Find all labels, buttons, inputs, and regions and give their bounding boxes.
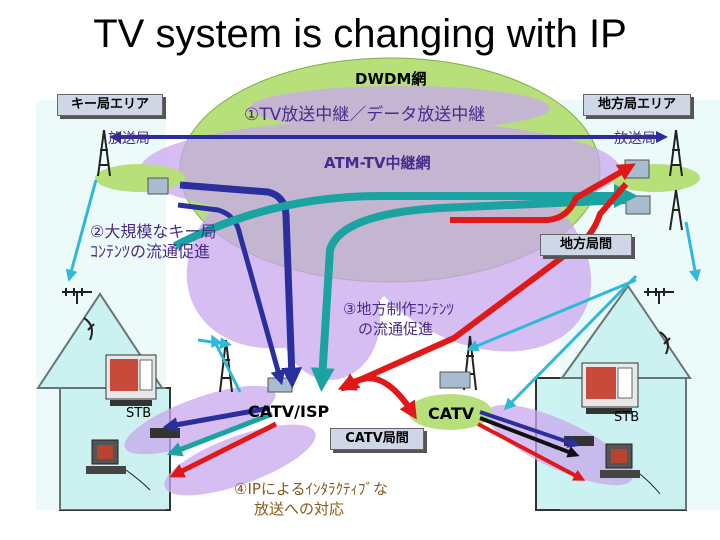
building-icon: [624, 159, 650, 179]
local-content-label-2: の流通促進: [358, 320, 434, 338]
ip-interactive-label-2: 放送への対応: [254, 500, 345, 518]
key-to-isp-arrow: [179, 181, 303, 389]
catv-label: CATV: [428, 404, 475, 423]
key-area-label: キー局エリア: [57, 94, 163, 116]
pc-icon: [86, 439, 151, 491]
building-icon: [439, 371, 471, 389]
catv-to-home-arrow: [479, 416, 580, 458]
tv-icon: [581, 362, 639, 414]
broadcast-arrow: [684, 221, 701, 282]
atm-label: ATM-TV中継網: [324, 154, 431, 172]
catv-to-home-arrow: [477, 422, 586, 481]
broadcast-arrow: [197, 337, 232, 350]
tower-icon: [669, 189, 683, 231]
station-left-label: 放送局: [108, 131, 150, 147]
antenna-icon: [644, 288, 674, 304]
building-icon: [147, 177, 169, 195]
stb-box: [150, 428, 180, 438]
local-link-label: 地方局間: [540, 234, 632, 256]
stb-right-label: STB: [614, 410, 640, 425]
teal-distribution-arrow: [173, 184, 638, 250]
broadcast-arrow: [503, 274, 638, 411]
isp-to-home-arrow: [169, 421, 278, 478]
tower-icon: [463, 335, 477, 391]
stb-left-label: STB: [126, 406, 152, 421]
building-icon: [267, 377, 293, 393]
local-link-arrow: [450, 163, 636, 223]
key-promo-label-2: ｺﾝﾃﾝﾂの流通促進: [90, 242, 211, 261]
page-title: TV system is changing with IP: [93, 12, 627, 56]
pc-icon: [600, 443, 661, 495]
broadcast-arrow: [65, 179, 98, 282]
satellite-dish-icon: [83, 317, 95, 341]
tv-icon: [105, 354, 157, 406]
catv-to-home-arrow: [479, 410, 580, 448]
broadcast-arrow: [211, 334, 242, 393]
catv-network: [408, 394, 492, 430]
catv-link-arrow: [340, 373, 417, 420]
tower-icon: [669, 129, 683, 177]
antenna-icon: [62, 288, 92, 304]
broadcast-arrow: [466, 278, 637, 352]
ip-interactive-label-1: ④IPによるｲﾝﾀﾗｸﾃｨﾌﾞな: [234, 480, 388, 498]
isp-to-home-arrow: [167, 411, 273, 457]
local-content-label-1: ③地方制作ｺﾝﾃﾝﾂ: [343, 300, 454, 318]
local-area-label: 地方局エリア: [583, 94, 691, 116]
building-icon: [625, 195, 651, 215]
station-right-label: 放送局: [614, 131, 656, 147]
tower-icon: [97, 129, 111, 177]
catv-link-label: CATV局間: [330, 428, 424, 450]
catv-isp-label: CATV/ISP: [248, 402, 330, 421]
key-promo-label-1: ②大規模なキー局: [90, 222, 217, 241]
teal-distribution-arrow: [310, 196, 627, 392]
dwdm-label: DWDM網: [355, 70, 427, 88]
isp-to-home-arrow: [162, 405, 271, 433]
tower-icon: [219, 339, 233, 393]
relay-label: ①TV放送中継／データ放送中継: [244, 105, 486, 125]
satellite-dish-icon: [659, 331, 671, 355]
